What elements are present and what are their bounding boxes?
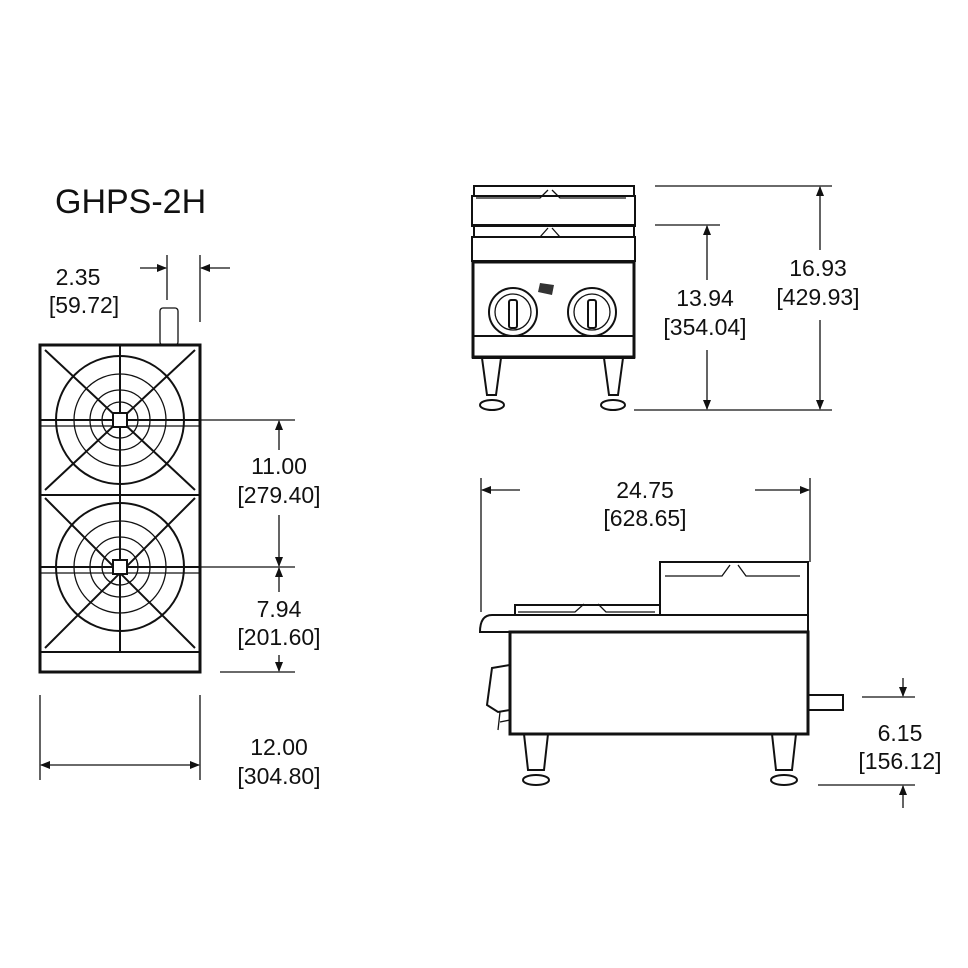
dim-label: 6.15 bbox=[878, 720, 923, 746]
dim-label: [304.80] bbox=[237, 763, 320, 789]
dim-label: 12.00 bbox=[250, 734, 308, 760]
dim-label: 2.35 bbox=[56, 264, 101, 290]
logo bbox=[538, 283, 554, 295]
dim-label: [156.12] bbox=[858, 748, 941, 774]
dim-burner-spacing: 11.00 [279.40] 7.94 [201.60] bbox=[200, 419, 321, 673]
dim-label: 16.93 bbox=[789, 255, 847, 281]
dim-pipe-offset: 2.35 [59.72] bbox=[49, 255, 230, 322]
dim-label: [354.04] bbox=[663, 314, 746, 340]
dim-label: [279.40] bbox=[237, 482, 320, 508]
dim-label: 24.75 bbox=[616, 477, 674, 503]
dim-heights: 13.94 [354.04] 16.93 [429.93] bbox=[634, 185, 860, 411]
dim-label: [201.60] bbox=[237, 624, 320, 650]
dim-label: 13.94 bbox=[676, 285, 734, 311]
burner-2 bbox=[40, 495, 200, 652]
burner-1 bbox=[40, 345, 200, 495]
dim-label: [628.65] bbox=[603, 505, 686, 531]
dim-label: [429.93] bbox=[776, 284, 859, 310]
dim-pipe-height: 6.15 [156.12] bbox=[818, 678, 942, 808]
dim-label: [59.72] bbox=[49, 292, 119, 318]
gas-pipe bbox=[159, 307, 179, 346]
side-view bbox=[478, 561, 844, 786]
dim-label: 11.00 bbox=[251, 453, 307, 479]
model-title: GHPS-2H bbox=[55, 183, 206, 221]
top-view bbox=[38, 307, 202, 674]
front-view bbox=[471, 185, 636, 411]
dim-label: 7.94 bbox=[257, 596, 302, 622]
dim-depth: 24.75 [628.65] bbox=[480, 477, 811, 612]
dim-width: 12.00 [304.80] bbox=[39, 695, 321, 789]
